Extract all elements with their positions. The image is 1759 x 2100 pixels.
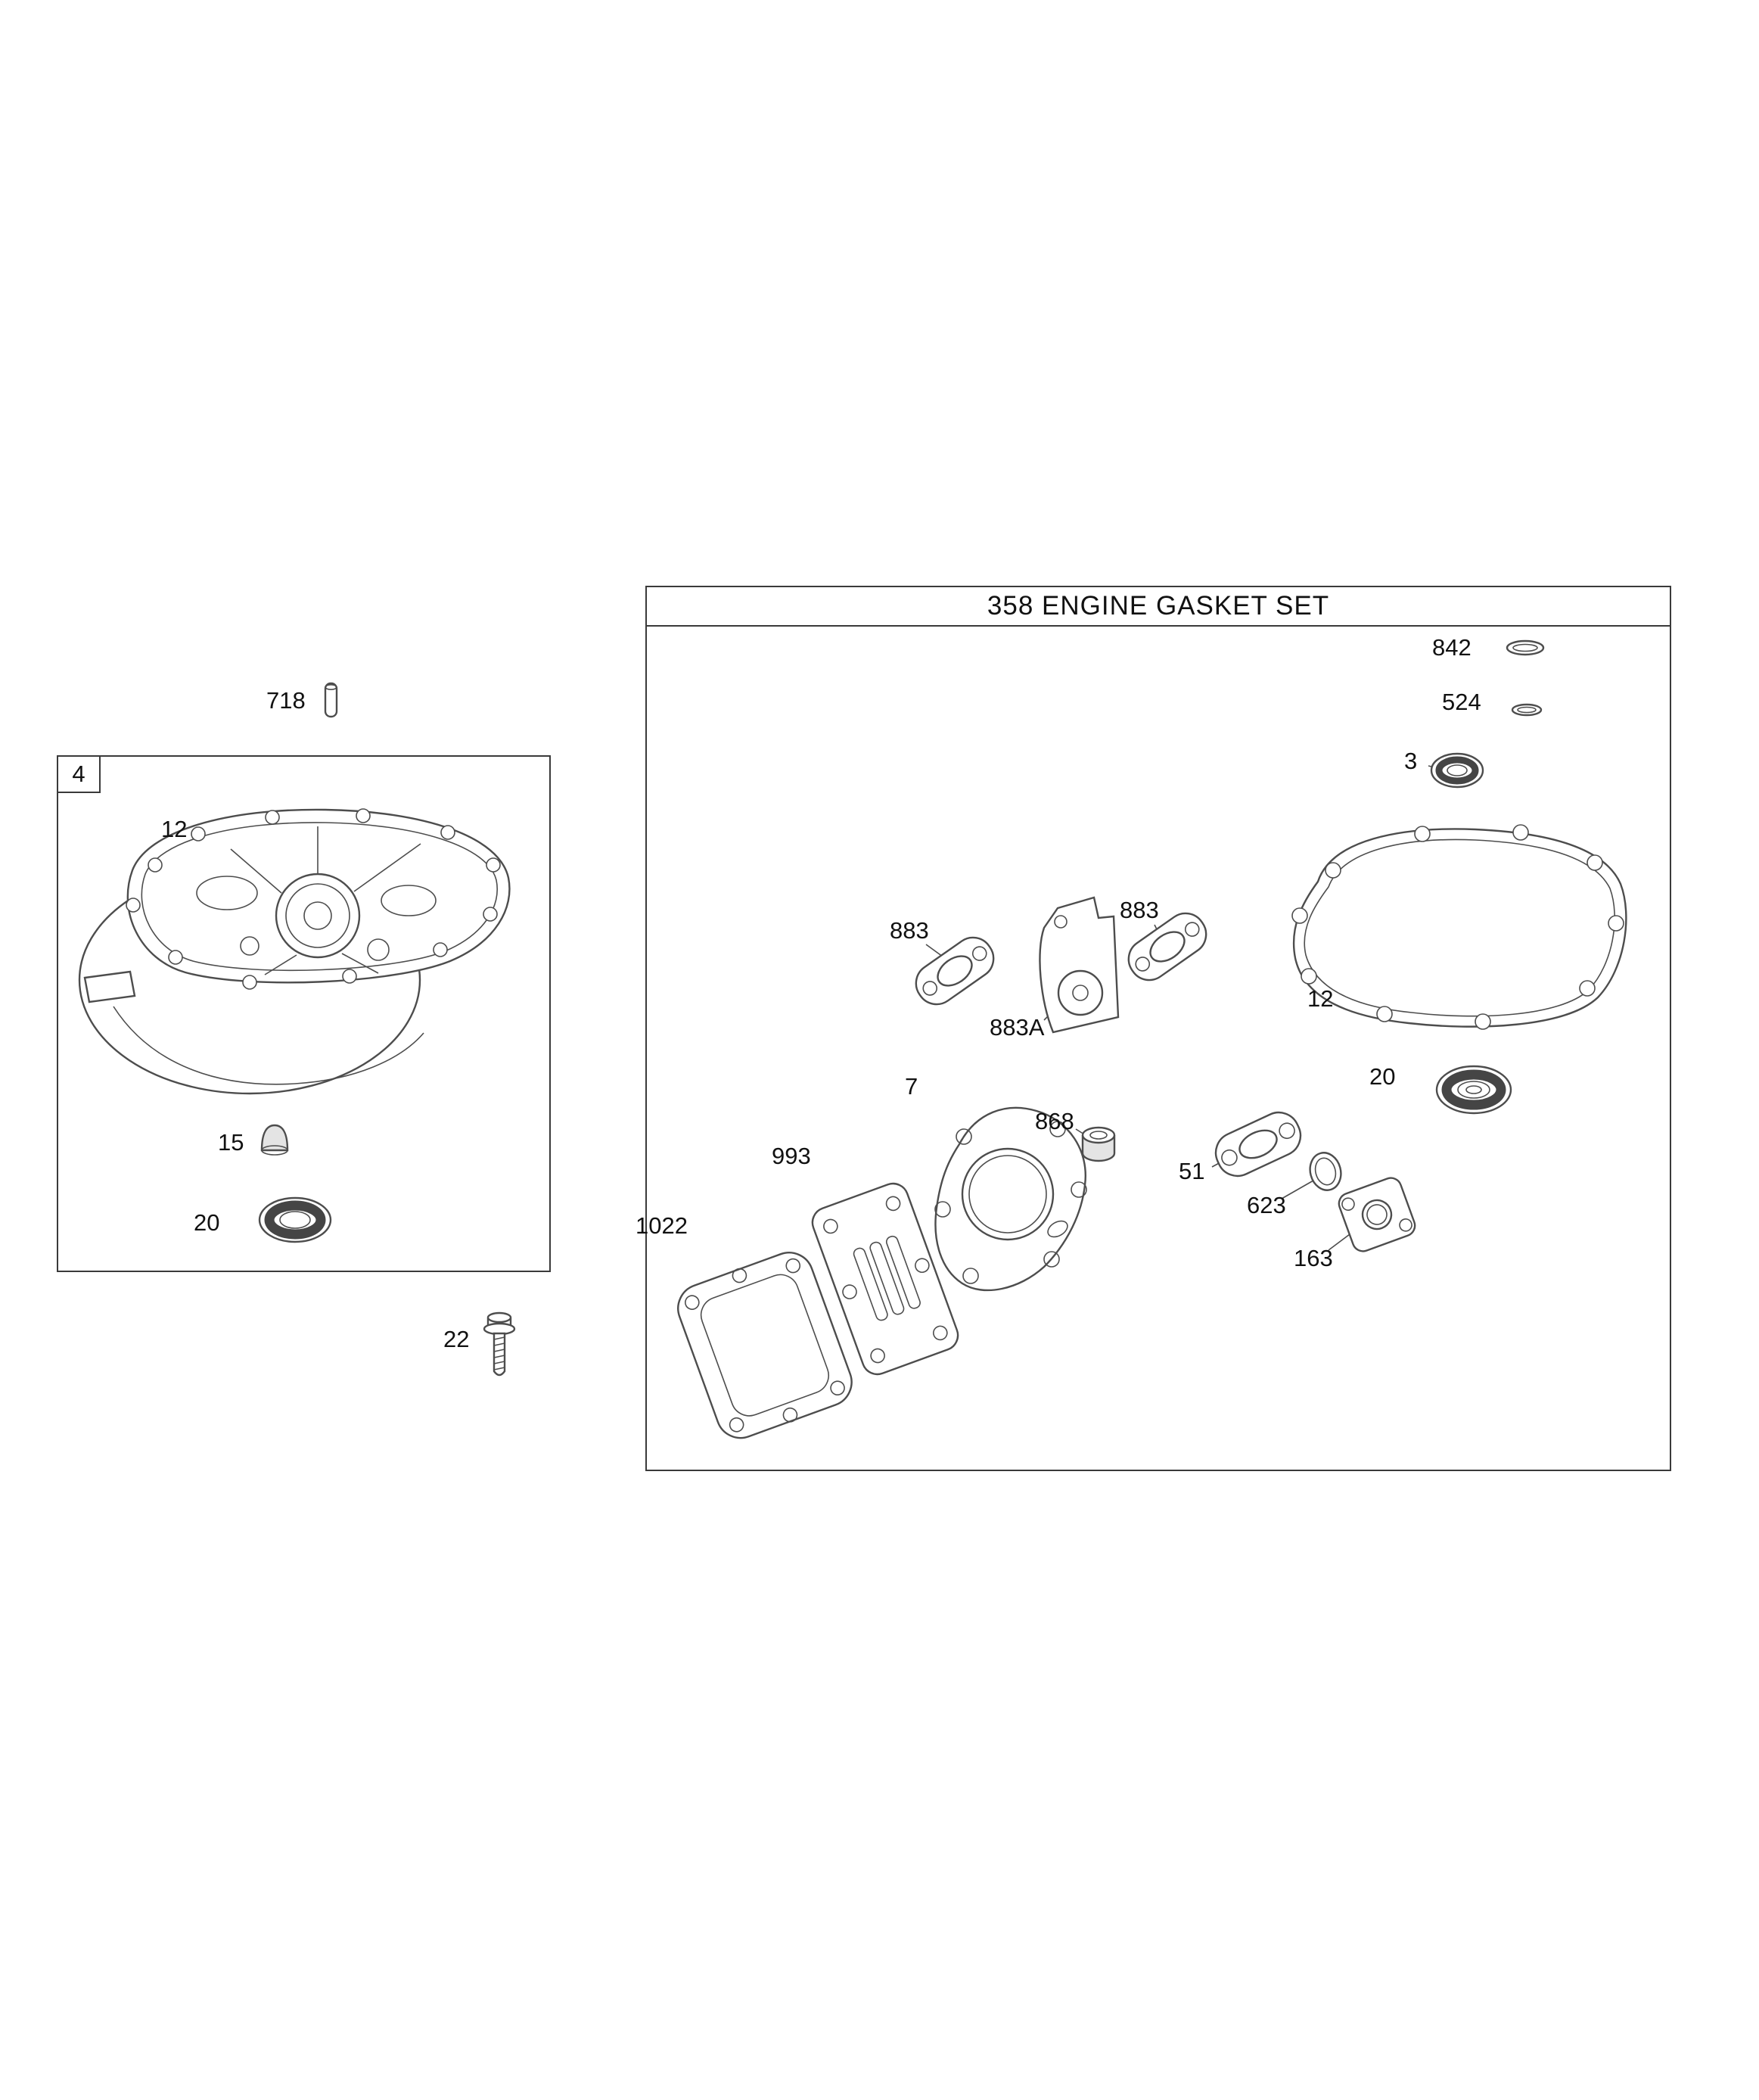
oil-seal-20-left-drawing bbox=[258, 1196, 332, 1243]
gasket-set-panel: 358 ENGINE GASKET SET bbox=[645, 586, 1671, 1471]
gasket-set-title: 358 ENGINE GASKET SET bbox=[647, 587, 1670, 627]
oil-seal-20-right-drawing bbox=[1435, 1065, 1512, 1115]
valley-gasket-993-drawing bbox=[811, 1182, 959, 1376]
o-ring-623-drawing bbox=[1309, 1152, 1342, 1191]
figure-number-box: 4 bbox=[57, 755, 101, 793]
o-ring-842-drawing bbox=[1506, 639, 1545, 656]
callout-842: 842 bbox=[1432, 634, 1472, 661]
seal-3-drawing bbox=[1430, 752, 1484, 789]
callout-12-right: 12 bbox=[1307, 985, 1334, 1012]
o-ring-524-drawing bbox=[1511, 703, 1543, 717]
callout-20-left: 20 bbox=[194, 1209, 220, 1236]
exhaust-gasket-883-left-drawing bbox=[915, 936, 995, 1006]
callout-1022: 1022 bbox=[636, 1212, 688, 1239]
callout-883-right: 883 bbox=[1120, 897, 1159, 923]
callout-12-left: 12 bbox=[161, 816, 188, 842]
callout-883A: 883A bbox=[990, 1014, 1045, 1041]
callout-623: 623 bbox=[1247, 1192, 1286, 1218]
carb-gasket-163-drawing bbox=[1338, 1177, 1416, 1252]
callout-718: 718 bbox=[266, 687, 306, 714]
rocker-cover-gasket-1022-drawing bbox=[677, 1252, 853, 1439]
pin-718-drawing bbox=[324, 682, 338, 718]
callout-22: 22 bbox=[443, 1326, 470, 1352]
callout-51: 51 bbox=[1179, 1158, 1205, 1184]
crankcase-gasket-12-drawing bbox=[1291, 824, 1627, 1030]
cap-15-drawing bbox=[260, 1124, 289, 1156]
callout-993: 993 bbox=[772, 1143, 811, 1169]
callout-163: 163 bbox=[1294, 1245, 1333, 1271]
sump-figure-panel: 4 bbox=[57, 755, 551, 1272]
screw-22-drawing bbox=[483, 1311, 516, 1377]
callout-7: 7 bbox=[905, 1073, 918, 1100]
callout-883-left: 883 bbox=[890, 917, 929, 944]
callout-20-right: 20 bbox=[1369, 1063, 1396, 1090]
figure-number: 4 bbox=[72, 761, 85, 787]
head-gasket-7-drawing bbox=[934, 1106, 1087, 1292]
callout-524: 524 bbox=[1442, 689, 1481, 715]
exhaust-gasket-883-right-drawing bbox=[1127, 912, 1207, 982]
callout-15: 15 bbox=[218, 1129, 244, 1156]
engine-sump-drawing bbox=[78, 808, 511, 1095]
callout-868: 868 bbox=[1035, 1108, 1074, 1134]
bracket-gasket-883A-drawing bbox=[1039, 896, 1120, 1034]
breather-tube-868-drawing bbox=[1081, 1126, 1116, 1162]
intake-gasket-51-drawing bbox=[1214, 1111, 1302, 1178]
callout-3: 3 bbox=[1404, 748, 1418, 774]
